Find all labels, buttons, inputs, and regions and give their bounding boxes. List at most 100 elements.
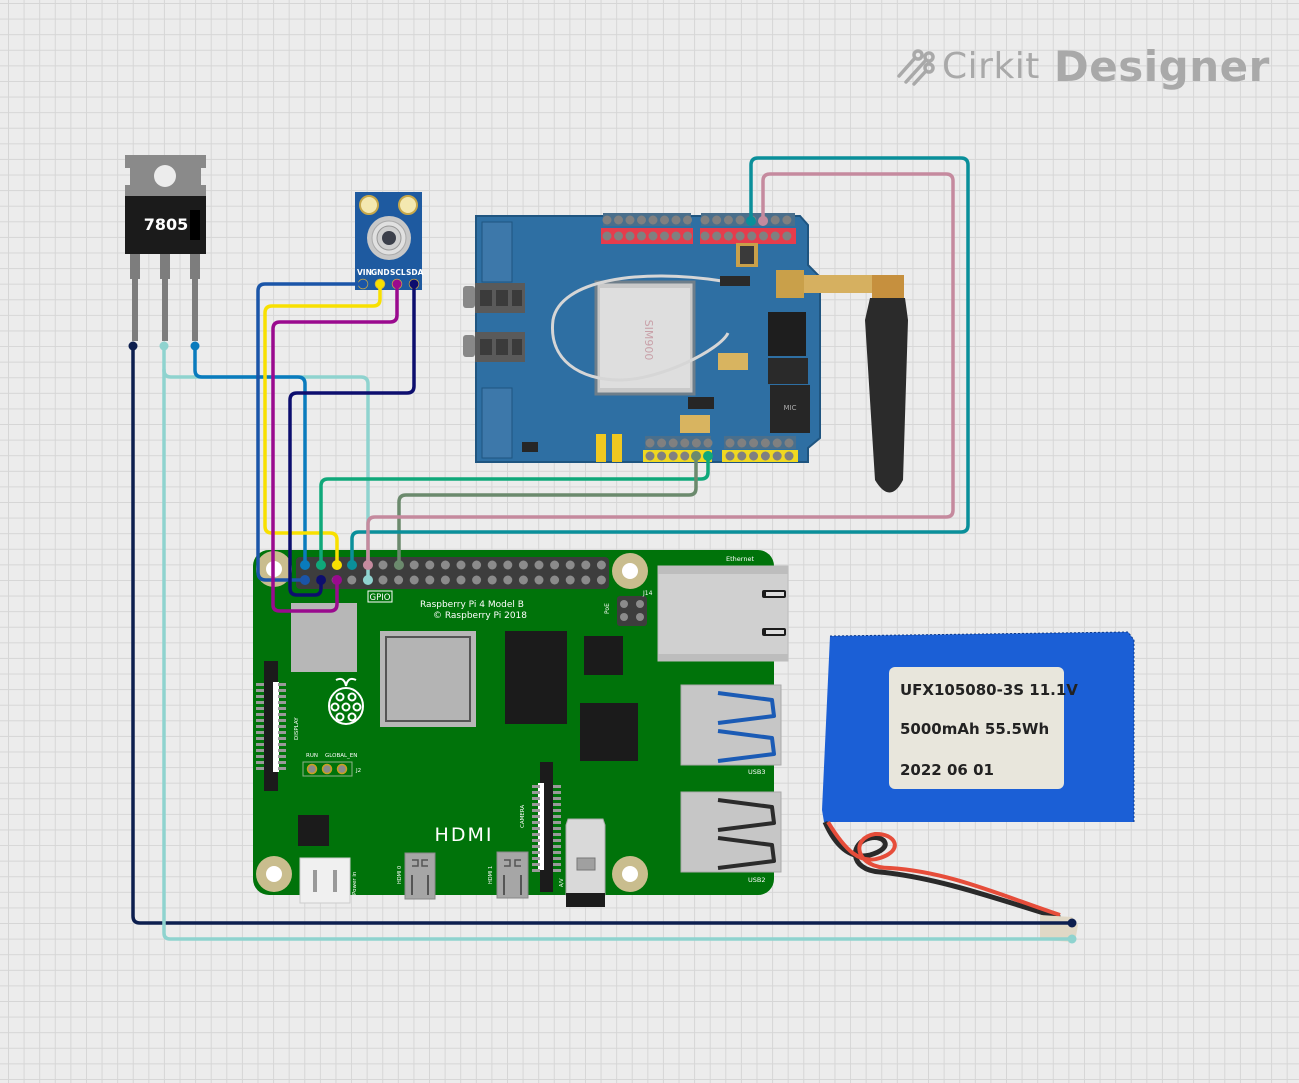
- gsm-shield-sim900[interactable]: SIM900 MIC: [463, 213, 908, 493]
- gpio-pin[interactable]: [534, 575, 544, 585]
- gsm-pin[interactable]: [660, 231, 669, 241]
- gsm-pin[interactable]: [680, 438, 690, 448]
- gsm-pin[interactable]: [637, 215, 646, 225]
- gpio-pin[interactable]: [347, 575, 357, 585]
- gsm-pin[interactable]: [657, 451, 667, 461]
- gpio-pin[interactable]: [565, 575, 575, 585]
- gsm-pin[interactable]: [760, 451, 770, 461]
- gsm-pin[interactable]: [770, 231, 780, 241]
- wire-reg-in-to-battery[interactable]: [131, 344, 1074, 925]
- gpio-pin[interactable]: [425, 575, 435, 585]
- gsm-pin[interactable]: [680, 451, 690, 461]
- voltage-regulator-7805[interactable]: 7805: [125, 155, 206, 341]
- wire-gsm-tx[interactable]: [319, 454, 710, 567]
- gsm-pin[interactable]: [668, 438, 678, 448]
- gsm-pin[interactable]: [645, 451, 655, 461]
- usb3-port[interactable]: [680, 684, 782, 766]
- gsm-pin[interactable]: [668, 451, 678, 461]
- gsm-pin[interactable]: [671, 215, 681, 225]
- gsm-pin[interactable]: [700, 215, 710, 225]
- wire-gsm-gnd[interactable]: [397, 454, 698, 567]
- gsm-pin[interactable]: [770, 215, 780, 225]
- gpio-pin[interactable]: [596, 575, 606, 585]
- gsm-pin[interactable]: [735, 231, 745, 241]
- gpio-pin[interactable]: [518, 575, 528, 585]
- wire-gsm-d8[interactable]: [366, 172, 955, 567]
- av-jack[interactable]: [565, 818, 606, 907]
- gsm-pin[interactable]: [657, 438, 667, 448]
- gsm-pin[interactable]: [747, 231, 757, 241]
- wire-reg-out-to-rpi[interactable]: [193, 344, 307, 567]
- gpio-pin[interactable]: [378, 560, 388, 570]
- gsm-pin[interactable]: [614, 231, 623, 241]
- gpio-pin[interactable]: [472, 560, 482, 570]
- gsm-pin[interactable]: [625, 215, 635, 225]
- raspberry-pi-4[interactable]: GPIO Raspberry Pi 4 Model B © Raspberry …: [253, 550, 789, 907]
- hdmi1-port[interactable]: [496, 851, 529, 899]
- gsm-pin[interactable]: [723, 215, 733, 225]
- gsm-pin[interactable]: [712, 215, 722, 225]
- gpio-pin[interactable]: [550, 560, 560, 570]
- gsm-pin[interactable]: [723, 231, 733, 241]
- gsm-pin[interactable]: [784, 451, 794, 461]
- gpio-pin[interactable]: [425, 560, 435, 570]
- ir-temperature-sensor[interactable]: VIN GND SCL SDA: [355, 192, 424, 290]
- gsm-pin[interactable]: [602, 215, 612, 225]
- wire-ir-sda[interactable]: [288, 282, 416, 597]
- gsm-pin[interactable]: [700, 231, 710, 241]
- gpio-pin[interactable]: [565, 560, 575, 570]
- gsm-pin[interactable]: [648, 231, 658, 241]
- gsm-pin[interactable]: [683, 231, 692, 241]
- gsm-pin[interactable]: [749, 451, 759, 461]
- gsm-pin[interactable]: [725, 438, 735, 448]
- wire-ir-vin[interactable]: [256, 282, 365, 582]
- gsm-pin[interactable]: [735, 215, 745, 225]
- gsm-pin[interactable]: [637, 231, 646, 241]
- gsm-pin[interactable]: [703, 438, 713, 448]
- gsm-pin[interactable]: [772, 438, 782, 448]
- wire-ir-gnd[interactable]: [263, 282, 382, 567]
- gpio-pin[interactable]: [472, 575, 482, 585]
- gpio-pin[interactable]: [409, 575, 419, 585]
- gsm-pin[interactable]: [660, 215, 669, 225]
- ethernet-port[interactable]: [657, 565, 789, 662]
- gpio-pin[interactable]: [581, 575, 591, 585]
- wire-gsm-d7[interactable]: [350, 156, 970, 567]
- wire-ir-scl[interactable]: [271, 282, 399, 613]
- gsm-pin[interactable]: [784, 438, 794, 448]
- gpio-pin[interactable]: [487, 575, 497, 585]
- gsm-pin[interactable]: [671, 231, 681, 241]
- gpio-pin[interactable]: [456, 575, 466, 585]
- gpio-pin[interactable]: [518, 560, 528, 570]
- usb2-port[interactable]: [680, 791, 782, 873]
- gsm-pin[interactable]: [683, 215, 692, 225]
- gsm-pin[interactable]: [749, 438, 759, 448]
- gsm-pin[interactable]: [782, 215, 792, 225]
- gsm-pin[interactable]: [648, 215, 658, 225]
- gpio-pin[interactable]: [440, 575, 450, 585]
- gpio-pin[interactable]: [596, 560, 606, 570]
- wire-reg-gnd-to-battery[interactable]: [162, 344, 1074, 941]
- gsm-pin[interactable]: [759, 231, 768, 241]
- gsm-pin[interactable]: [737, 438, 747, 448]
- gpio-pin[interactable]: [456, 560, 466, 570]
- gpio-pin[interactable]: [503, 575, 513, 585]
- gsm-pin[interactable]: [625, 231, 635, 241]
- gpio-pin[interactable]: [487, 560, 497, 570]
- gpio-pin[interactable]: [534, 560, 544, 570]
- gpio-pin[interactable]: [378, 575, 388, 585]
- gsm-pin[interactable]: [760, 438, 770, 448]
- hdmi0-port[interactable]: [404, 852, 436, 900]
- gpio-pin[interactable]: [440, 560, 450, 570]
- gsm-pin[interactable]: [691, 438, 701, 448]
- gsm-pin[interactable]: [737, 451, 747, 461]
- gsm-pin[interactable]: [602, 231, 612, 241]
- gpio-pin[interactable]: [581, 560, 591, 570]
- gsm-pin[interactable]: [645, 438, 655, 448]
- gsm-pin[interactable]: [782, 231, 792, 241]
- gsm-pin[interactable]: [772, 451, 782, 461]
- gpio-pin[interactable]: [503, 560, 513, 570]
- wire-reg-gnd-to-rpi[interactable]: [162, 368, 370, 582]
- gsm-pin[interactable]: [725, 451, 735, 461]
- gsm-pin[interactable]: [712, 231, 722, 241]
